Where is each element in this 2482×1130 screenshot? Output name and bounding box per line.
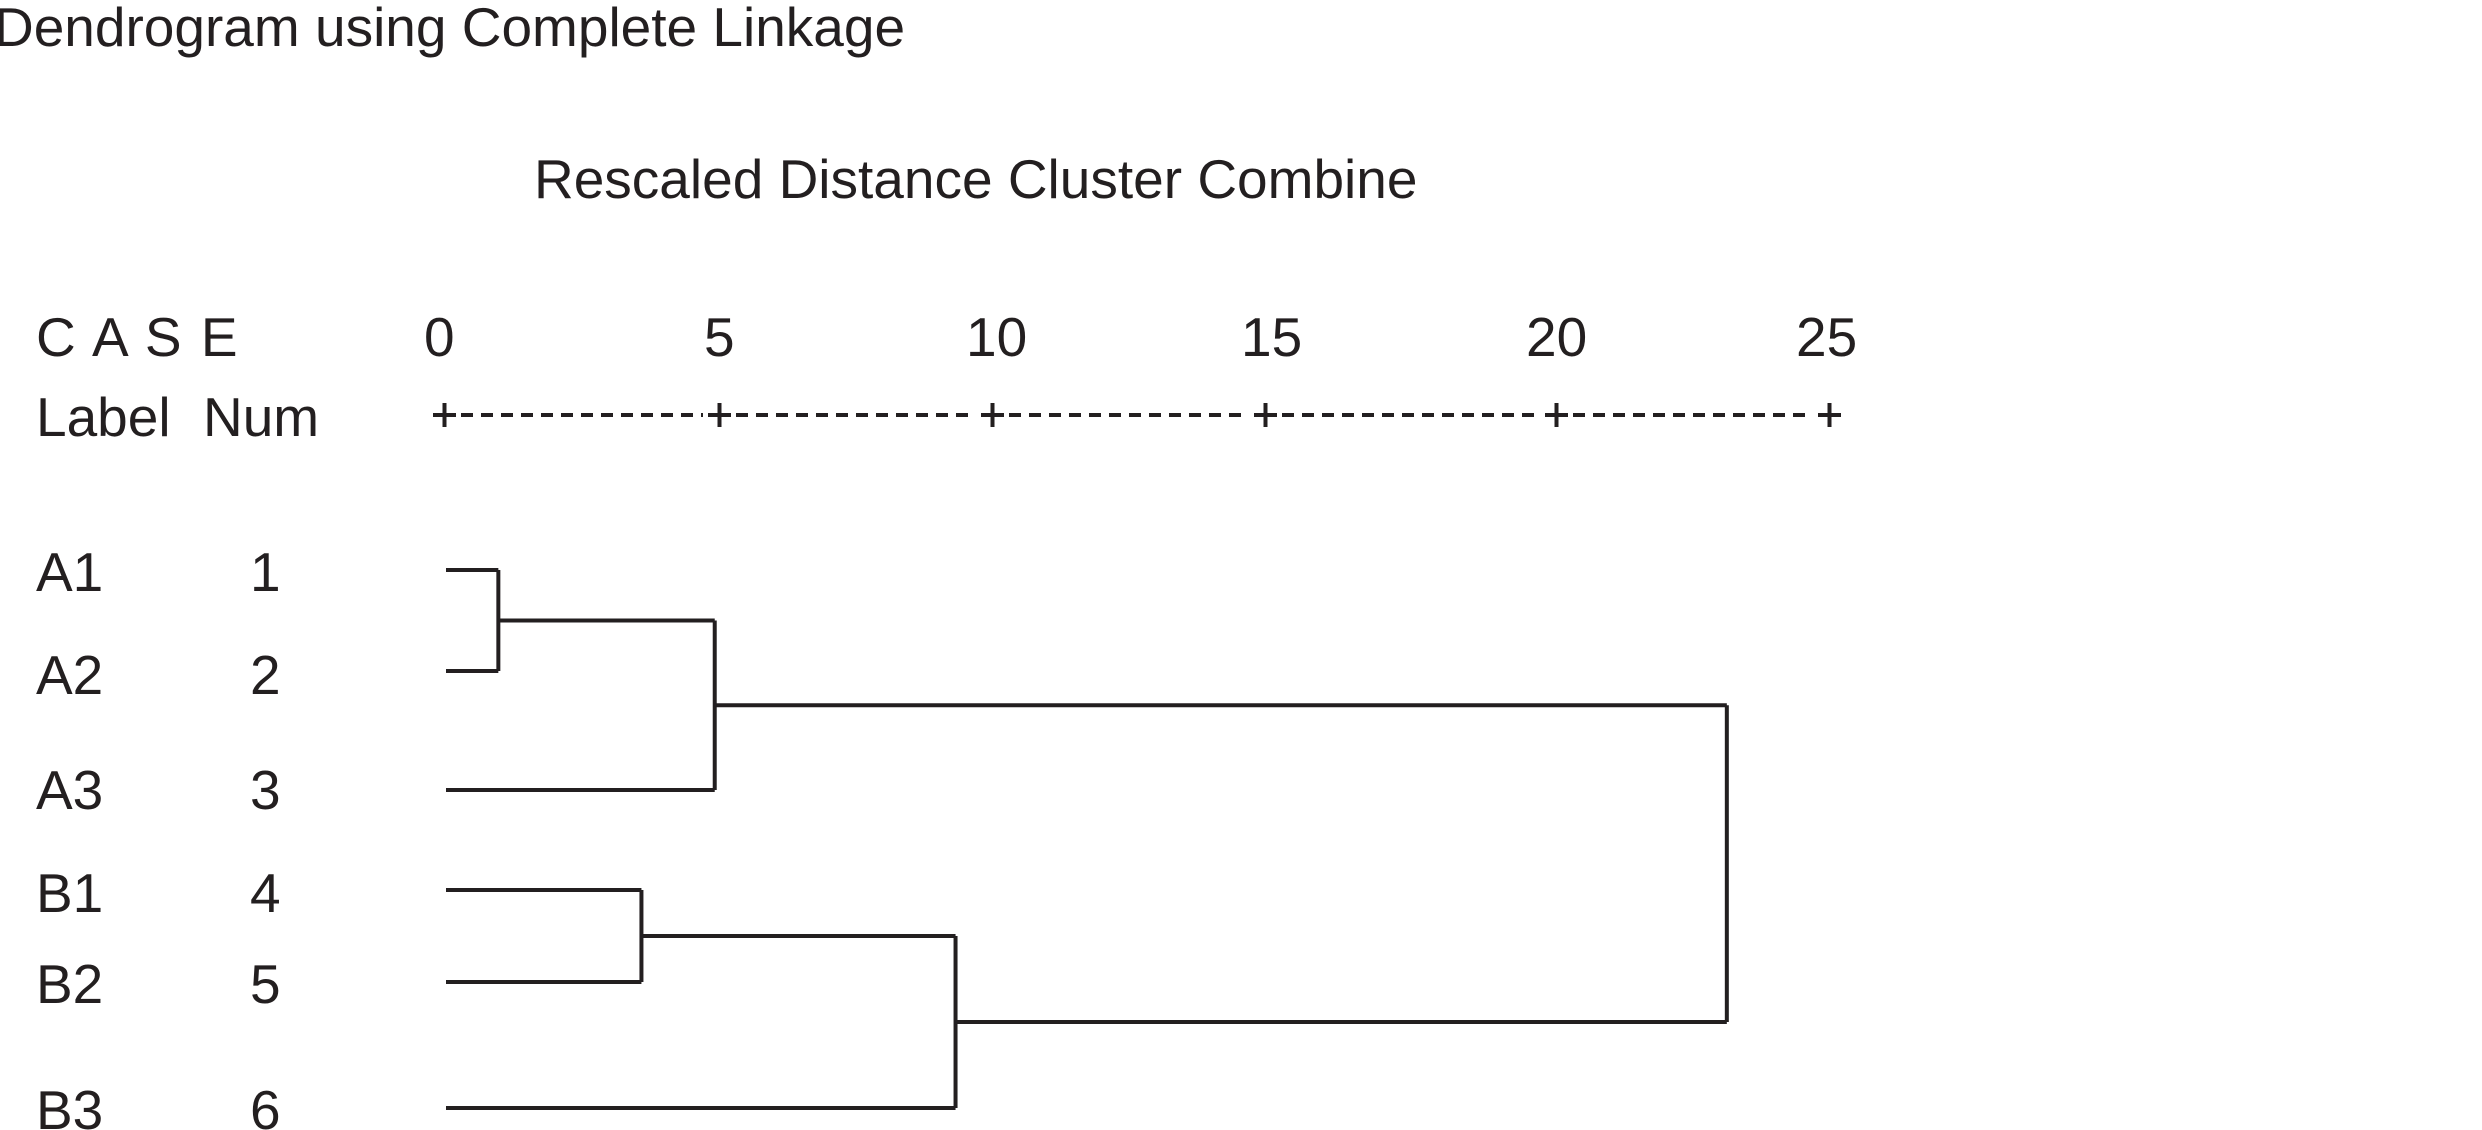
case-num: 6: [250, 1079, 281, 1130]
case-num: 2: [250, 644, 281, 706]
case-label: B3: [36, 1079, 104, 1130]
dendrogram-title: Dendrogram using Complete Linkage: [0, 0, 906, 58]
axis-tick-label: 20: [1526, 306, 1588, 368]
case-num: 1: [250, 541, 281, 603]
axis-tick-label: 0: [424, 306, 455, 368]
axis-title: Rescaled Distance Cluster Combine: [534, 148, 1418, 210]
case-label: A1: [36, 541, 104, 603]
axis-tick-label: 25: [1796, 306, 1858, 368]
case-num: 3: [250, 759, 281, 821]
case-num: 4: [250, 862, 281, 924]
case-header: C A S E: [36, 306, 240, 368]
dendrogram-tree: [446, 568, 1729, 1110]
axis-tick-label: 5: [704, 306, 735, 368]
num-column-header: Num: [203, 386, 320, 448]
axis-scale-line: [433, 403, 1841, 427]
label-column-header: Label: [36, 386, 171, 448]
axis-tick-label: 15: [1241, 306, 1303, 368]
case-label: B1: [36, 862, 104, 924]
case-label: A3: [36, 759, 104, 821]
case-num: 5: [250, 953, 281, 1015]
case-label: A2: [36, 644, 104, 706]
axis-tick-label: 10: [966, 306, 1028, 368]
case-label: B2: [36, 953, 104, 1015]
